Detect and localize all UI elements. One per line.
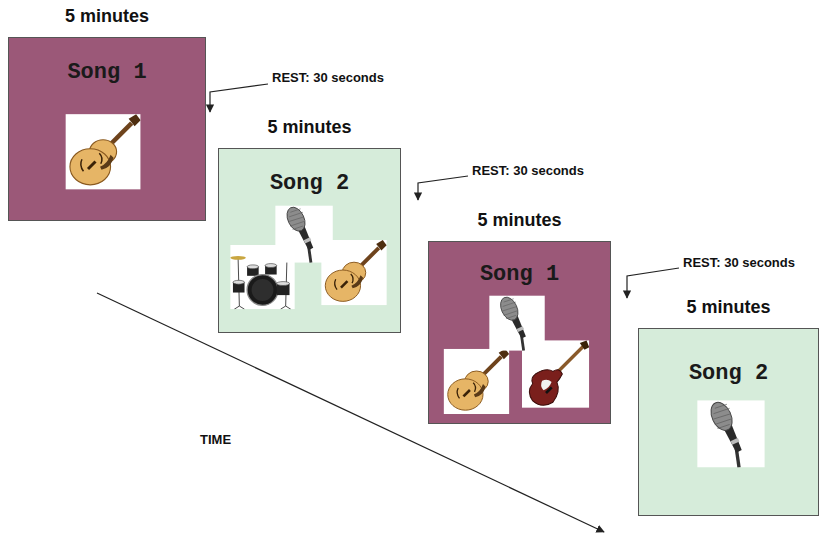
duration-heading: 5 minutes (409, 210, 630, 231)
song-box: 5 minutesSong 1 (428, 241, 611, 424)
rest-label: REST: 30 seconds (272, 70, 384, 85)
rest-label: REST: 30 seconds (472, 163, 584, 178)
song-title: Song 2 (219, 171, 400, 196)
microphone-icon (489, 294, 544, 350)
axis-label: TIME (200, 432, 231, 447)
instrument-icons (639, 329, 818, 515)
duration-heading: 5 minutes (199, 117, 420, 138)
song-title: Song 1 (429, 262, 610, 287)
rest-arrow (210, 84, 268, 112)
microphone-icon (275, 204, 332, 262)
song-title: Song 1 (9, 60, 205, 85)
guitar-icon (65, 114, 140, 189)
song-title: Song 2 (639, 361, 818, 386)
duration-heading: 5 minutes (0, 6, 225, 27)
microphone-icon (697, 399, 764, 468)
rest-label: REST: 30 seconds (683, 255, 795, 270)
rest-arrow (418, 176, 468, 200)
guitar-icon (444, 349, 509, 414)
song-box: 5 minutesSong 1 (8, 37, 206, 221)
duration-heading: 5 minutes (619, 297, 823, 318)
rest-arrow (627, 268, 679, 298)
song-box: 5 minutesSong 2 (218, 148, 401, 333)
song-box: 5 minutesSong 2 (638, 328, 819, 516)
